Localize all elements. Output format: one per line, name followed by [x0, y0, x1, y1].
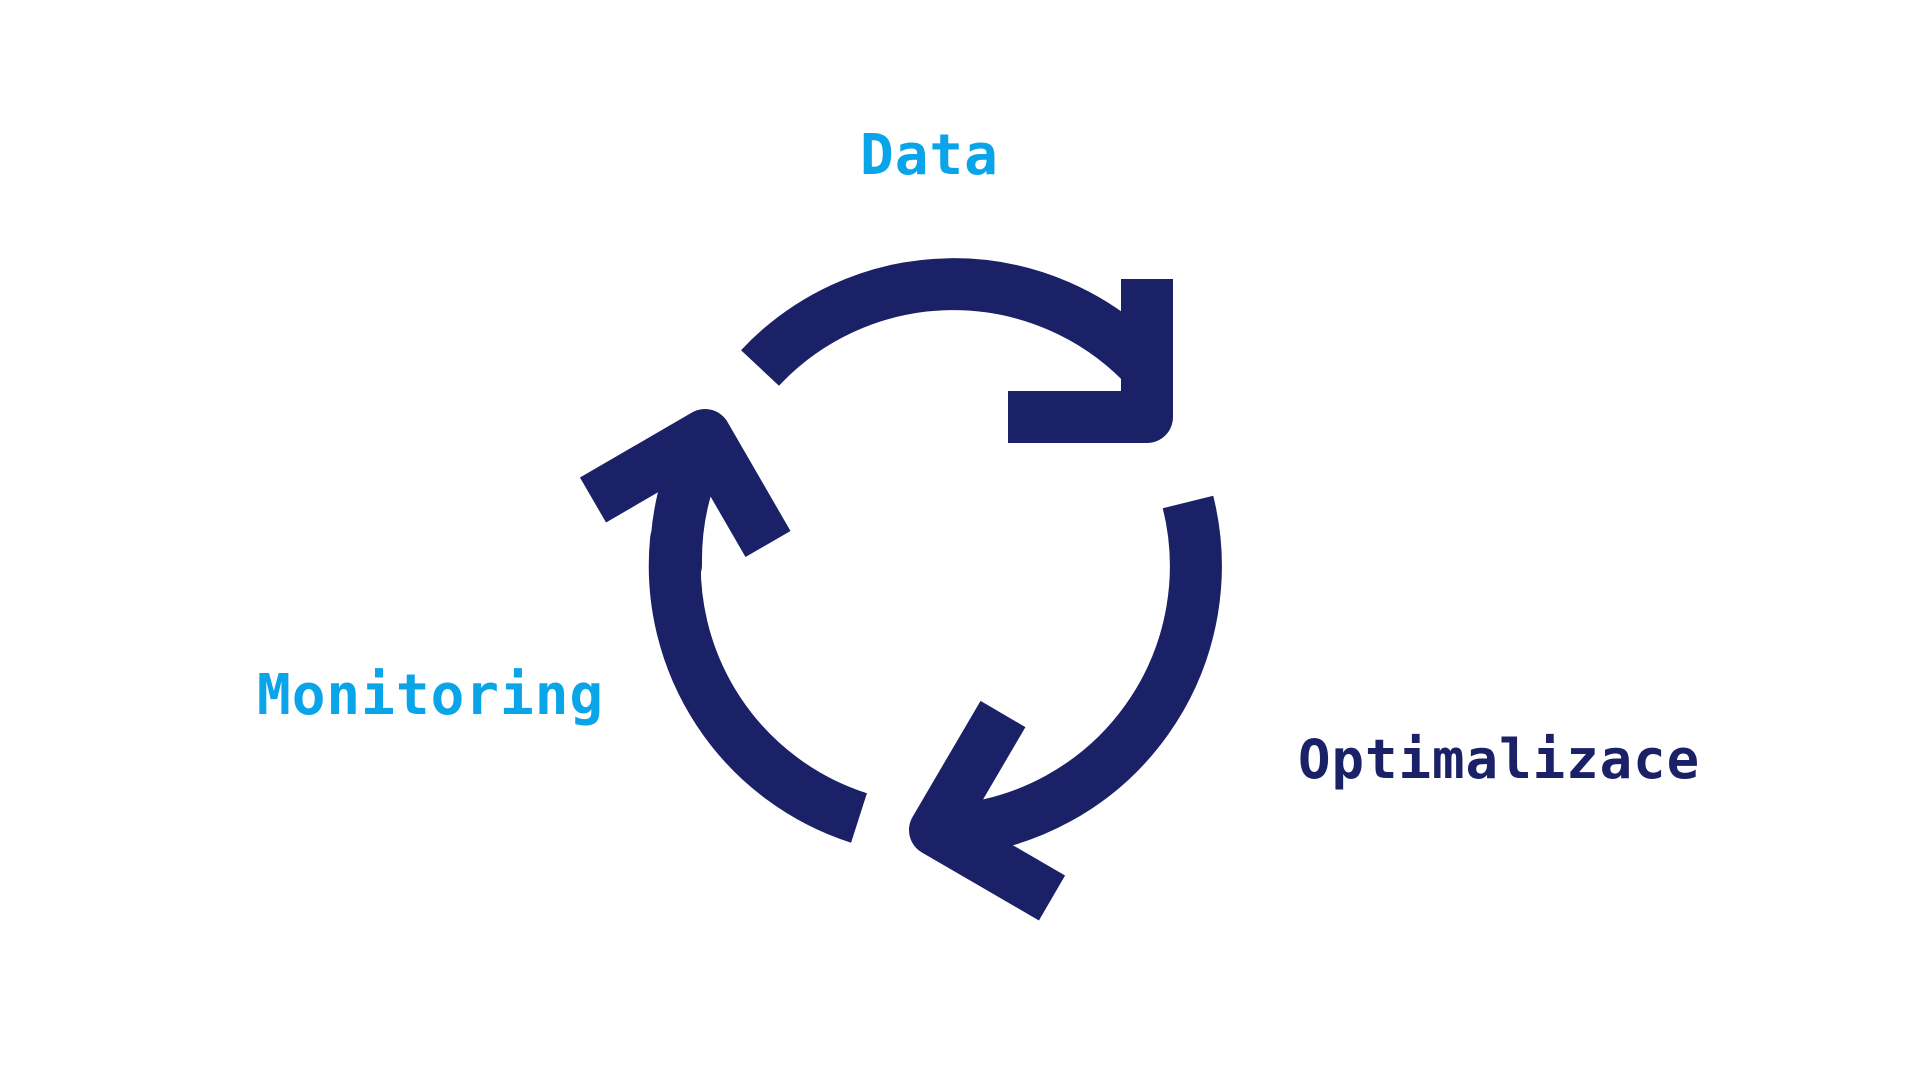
arrow-left: [579, 409, 868, 843]
arrow-left-shaft: [648, 439, 868, 843]
label-optimalizace: Optimalizace: [1298, 728, 1701, 791]
arrow-top-shaft: [741, 258, 1161, 386]
arrow-left-head: [579, 409, 791, 558]
arrow-right: [909, 495, 1222, 921]
arrow-top: [741, 258, 1173, 443]
arrow-top-head: [1008, 279, 1173, 443]
label-data: Data: [860, 123, 999, 188]
label-monitoring: Monitoring: [257, 663, 605, 728]
arrow-right-shaft: [952, 495, 1222, 856]
arrow-right-head: [909, 700, 1066, 921]
